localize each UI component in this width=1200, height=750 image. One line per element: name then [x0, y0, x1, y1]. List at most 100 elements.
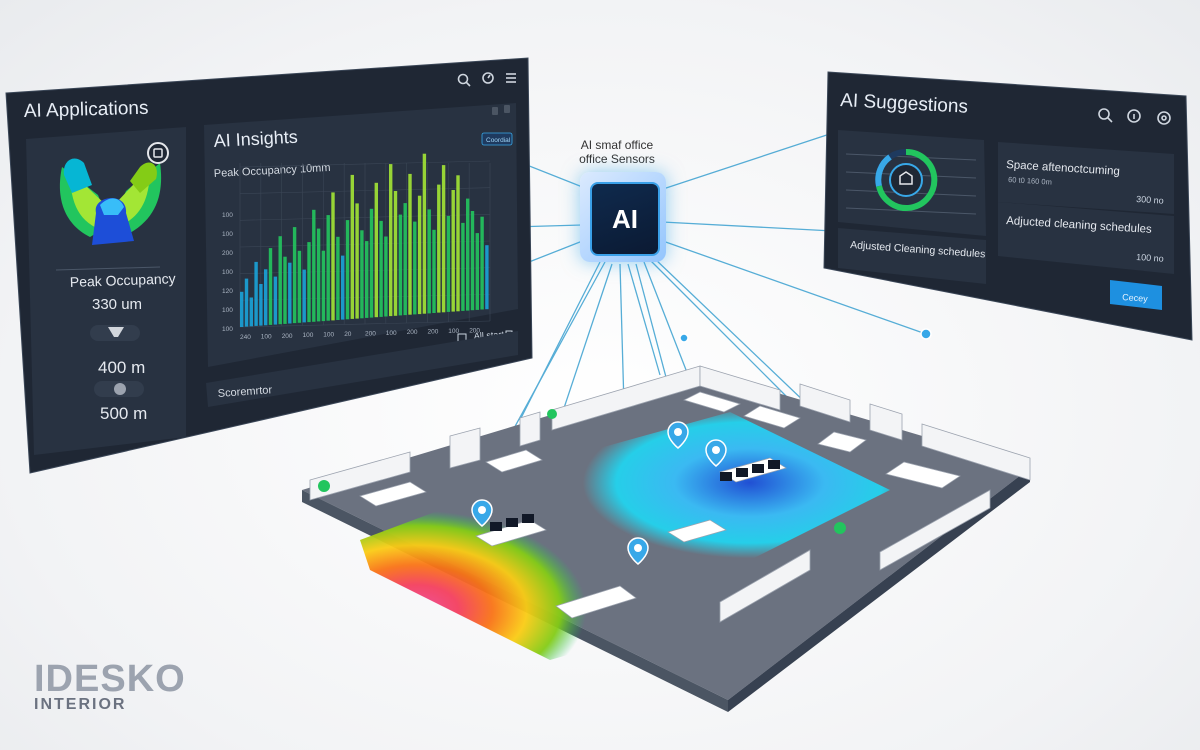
- chart-y-tick: 100: [222, 326, 233, 333]
- suggestion-2-value: 100 no: [1136, 252, 1164, 264]
- suggestion-1-value: 300 no: [1136, 194, 1164, 206]
- insights-title: AI Insights: [213, 127, 298, 151]
- chart-y-tick: 120: [222, 288, 233, 295]
- chart-bar: [475, 233, 479, 310]
- chart-bar: [480, 216, 484, 310]
- chart-bar: [355, 203, 359, 319]
- chart-bar: [292, 227, 297, 324]
- ai-applications-panel: AI Applications Peak Occupancy 330 um 40…: [5, 57, 533, 474]
- chart-x-tick: 200: [469, 327, 480, 334]
- walls: [309, 365, 1031, 623]
- search-icon[interactable]: [457, 73, 471, 87]
- chart-x-tick: 200: [282, 333, 293, 340]
- chart-bar: [422, 153, 427, 314]
- apply-button[interactable]: Cecey: [1110, 280, 1162, 310]
- monitors: [490, 460, 780, 531]
- chart-x-tick: 100: [303, 332, 314, 339]
- chart-bar: [461, 222, 465, 311]
- chart-bar: [302, 269, 306, 323]
- sensor-pin-icon: [705, 439, 727, 467]
- chart-bar: [240, 291, 244, 327]
- chart-bar: [264, 269, 268, 326]
- toggle-icon: [94, 381, 144, 397]
- chart-x-tick: 200: [407, 329, 418, 336]
- divider: [55, 266, 161, 271]
- chart-bar: [341, 255, 345, 320]
- chart-y-tick: 100: [222, 269, 233, 276]
- chart-bar: [374, 182, 378, 318]
- logo-sub: INTERIOR: [34, 696, 127, 713]
- settings-gear-icon[interactable]: [1157, 111, 1171, 125]
- chart-bar: [384, 236, 388, 317]
- chart-bar: [432, 229, 436, 313]
- chart-bar: [403, 203, 407, 316]
- search-icon[interactable]: [1098, 108, 1113, 123]
- ai-suggestions-panel: AI Suggestions Space aftenoctcuming 60 t…: [823, 71, 1193, 341]
- clock-icon[interactable]: [482, 72, 494, 84]
- chart-y-tick: 100: [222, 307, 233, 314]
- chart-bar: [437, 184, 441, 313]
- chart-x-tick: 200: [428, 329, 439, 336]
- menu-icon[interactable]: [506, 73, 516, 83]
- chart-bar: [413, 221, 417, 315]
- chart-bar: [360, 230, 364, 319]
- chart-bar: [441, 165, 446, 313]
- occupancy-bar-chart: 100 100 200 100 120 100 100 240 100 200 100 100 20 20…: [222, 153, 491, 341]
- window-controls[interactable]: [492, 105, 510, 115]
- chart-bar: [307, 242, 311, 323]
- insights-footer: All start: [474, 329, 505, 341]
- chart-bar: [312, 209, 316, 322]
- chart-x-tick: 20: [344, 331, 352, 338]
- chart-x-tick: 100: [386, 330, 397, 337]
- chart-bar: [389, 164, 393, 317]
- cleaning-schedule-card[interactable]: [838, 228, 986, 284]
- bottom-strip: [206, 331, 518, 407]
- ai-chip-label: AI: [612, 203, 638, 234]
- butterfly-occupancy-icon: [59, 142, 169, 245]
- sensor-pin-icon: [627, 537, 649, 565]
- suggestion-card-1[interactable]: [998, 142, 1174, 214]
- chart-bar: [259, 284, 263, 326]
- sensor-pin-icon: [667, 421, 689, 449]
- chart-bar: [470, 211, 475, 311]
- logo-brand: IDESKO: [34, 658, 186, 700]
- center-caption: AI smaf office office Sensors: [562, 138, 672, 166]
- chart-bar: [336, 236, 340, 320]
- chart-bar: [485, 245, 489, 310]
- chart-x-tick: 200: [365, 330, 376, 337]
- chart-bar: [345, 220, 350, 320]
- chart-y-tick: 100: [222, 231, 233, 238]
- occupancy-value-2: 400 m: [98, 358, 145, 377]
- chart-bar: [451, 190, 455, 312]
- chart-bar: [273, 276, 278, 325]
- chart-bar: [288, 262, 292, 324]
- badge-coordial[interactable]: Coordial: [481, 132, 513, 146]
- chart-y-tick: 100: [222, 212, 233, 219]
- chart-bar: [297, 250, 302, 323]
- bottom-strip-label: Scoremrtor: [217, 384, 272, 400]
- suggestion-card-2[interactable]: [998, 202, 1174, 274]
- plants: [318, 409, 846, 534]
- heatmap-warm: [360, 480, 670, 660]
- chart-bar: [369, 208, 374, 318]
- floor-slab-side: [728, 468, 1030, 712]
- chart-bar: [283, 256, 287, 324]
- chart-x-tick: 240: [240, 334, 251, 341]
- chart-bar: [427, 209, 431, 314]
- funnel-icon: [90, 325, 140, 341]
- chart-bar: [398, 214, 403, 316]
- chart-bar: [254, 261, 258, 326]
- chart-bar: [326, 215, 330, 321]
- info-icon[interactable]: [1127, 109, 1141, 123]
- idesko-logo: IDESKO INTERIOR: [34, 660, 186, 714]
- peak-occupancy-label: Peak Occupancy: [70, 270, 176, 290]
- chart-bar: [417, 195, 422, 315]
- chart-bar: [466, 198, 470, 311]
- sensor-pins[interactable]: [471, 421, 727, 565]
- svg-text:Cecey: Cecey: [1122, 292, 1149, 304]
- chart-x-tick: 100: [261, 333, 272, 340]
- occupancy-value-3: 500 m: [100, 404, 147, 423]
- chart-bar: [331, 192, 335, 321]
- chart-bar: [244, 278, 249, 327]
- chart-bar: [350, 174, 354, 319]
